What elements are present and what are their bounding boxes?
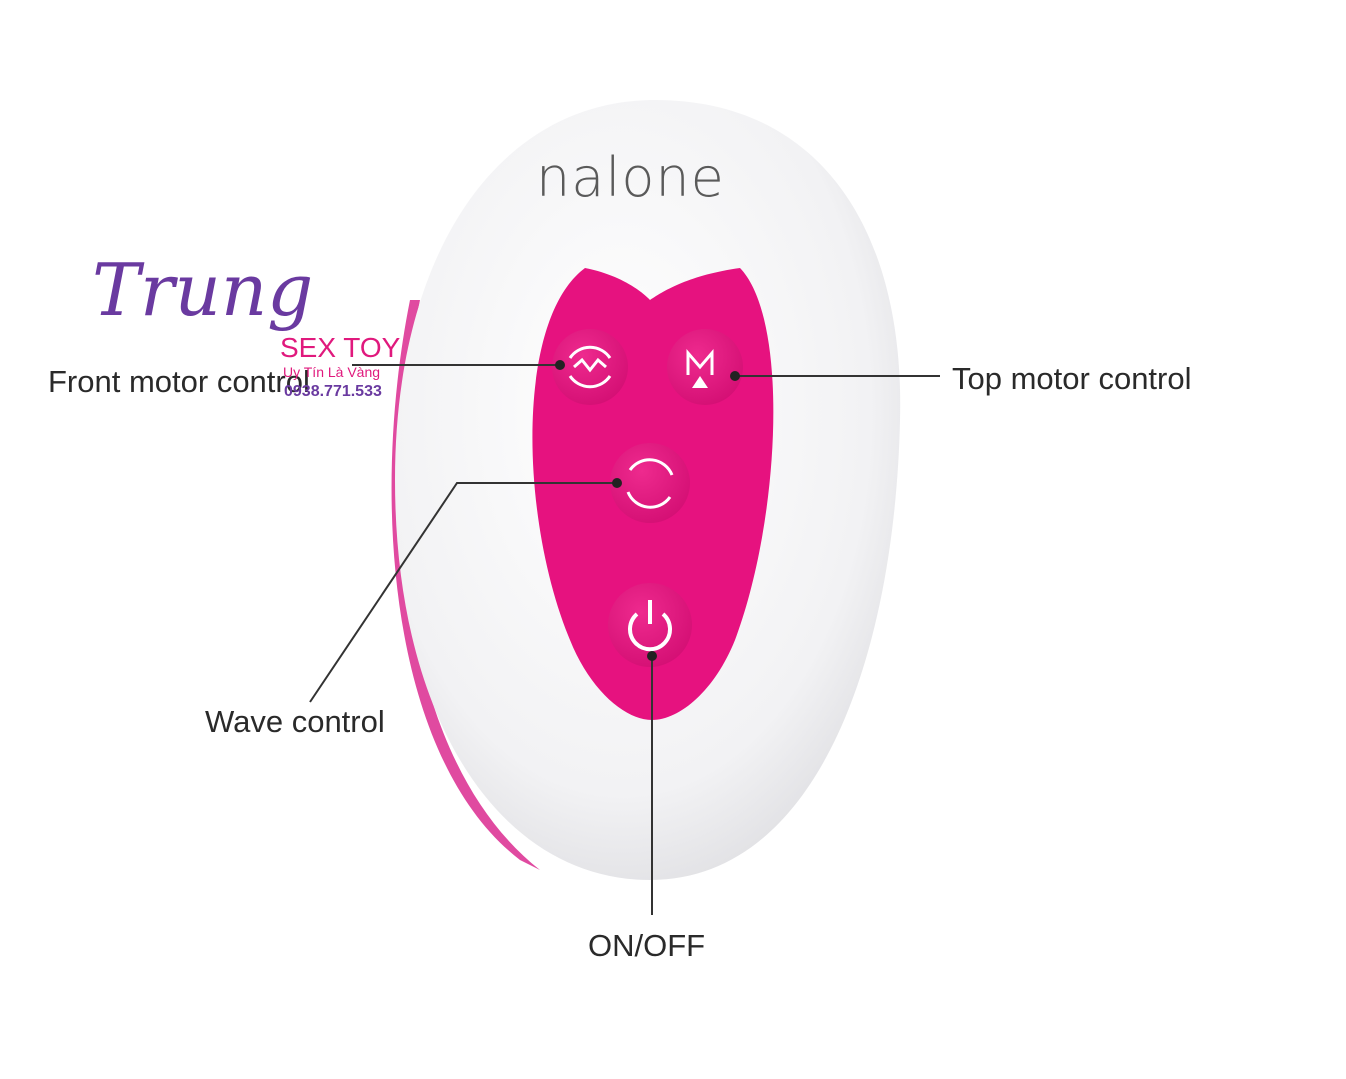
- wave-control-label: Wave control: [205, 704, 385, 739]
- brand-logo: nalone: [536, 146, 725, 209]
- watermark-phone: 0938.771.533: [284, 383, 382, 400]
- onoff-label: ON/OFF: [588, 928, 706, 963]
- top-motor-button[interactable]: [667, 329, 743, 405]
- front-motor-label: Front motor control: [48, 364, 310, 399]
- watermark-script: Trung: [92, 248, 314, 332]
- m-mode-icon: [686, 348, 714, 375]
- power-icon: [628, 612, 672, 652]
- callout-lines: [309, 364, 940, 915]
- watermark-sextoy: SEX TOY: [280, 332, 401, 363]
- watermark-tagline: Uy Tín Là Vàng: [283, 364, 381, 380]
- wave-button[interactable]: [610, 443, 690, 523]
- front-motor-button[interactable]: [552, 329, 628, 405]
- cycle-icon: [626, 458, 674, 509]
- top-motor-label: Top motor control: [952, 361, 1192, 396]
- power-button[interactable]: [608, 583, 692, 667]
- wave-zigzag-icon: [568, 345, 612, 389]
